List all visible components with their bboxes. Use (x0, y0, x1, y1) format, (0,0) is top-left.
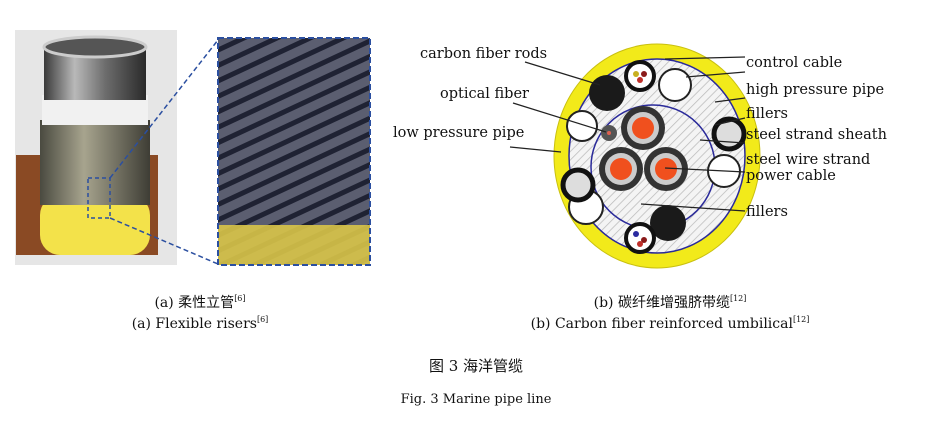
label-steel-wire-strand: steel wire strand (746, 152, 871, 168)
label-high-pressure-pipe: high pressure pipe (746, 82, 885, 98)
caption-b-ref: [12] (729, 294, 747, 303)
label-control-cable: control cable (746, 55, 843, 71)
caption-a-ref: [6] (234, 294, 246, 303)
caption-a-en-text: (a) Flexible risers (131, 316, 257, 332)
caption-b-cn: (b) 碳纤维增强脐带缆[12] (560, 292, 780, 312)
caption-a-cn-text: (a) 柔性立管 (154, 295, 235, 311)
figure-title-en: Fig. 3 Marine pipe line (400, 392, 552, 407)
caption-a-cn: (a) 柔性立管[6] (120, 292, 280, 312)
label-carbon-fiber-rods: carbon fiber rods (420, 46, 548, 62)
label-fillers-top: fillers (746, 106, 788, 122)
label-optical-fiber: optical fiber (440, 86, 529, 102)
caption-b-ref-en: [12] (792, 315, 810, 324)
caption-b-cn-text: (b) 碳纤维增强脐带缆 (593, 295, 730, 311)
label-low-pressure-pipe: low pressure pipe (393, 125, 525, 141)
caption-a-ref-en: [6] (256, 315, 269, 324)
umbilical-cross-section (509, 43, 761, 269)
caption-b-en: (b) Carbon fiber reinforced umbilical[12… (490, 315, 850, 332)
caption-a-en: (a) Flexible risers[6] (100, 315, 300, 332)
label-fillers-bottom: fillers (746, 204, 788, 220)
caption-b-en-text: (b) Carbon fiber reinforced umbilical (530, 316, 793, 332)
label-steel-strand-sheath: steel strand sheath (746, 127, 887, 143)
label-power-cable: power cable (746, 168, 836, 184)
flexible-riser-photo (15, 30, 371, 266)
figure-title-cn: 图 3 海洋管缆 (428, 357, 524, 375)
